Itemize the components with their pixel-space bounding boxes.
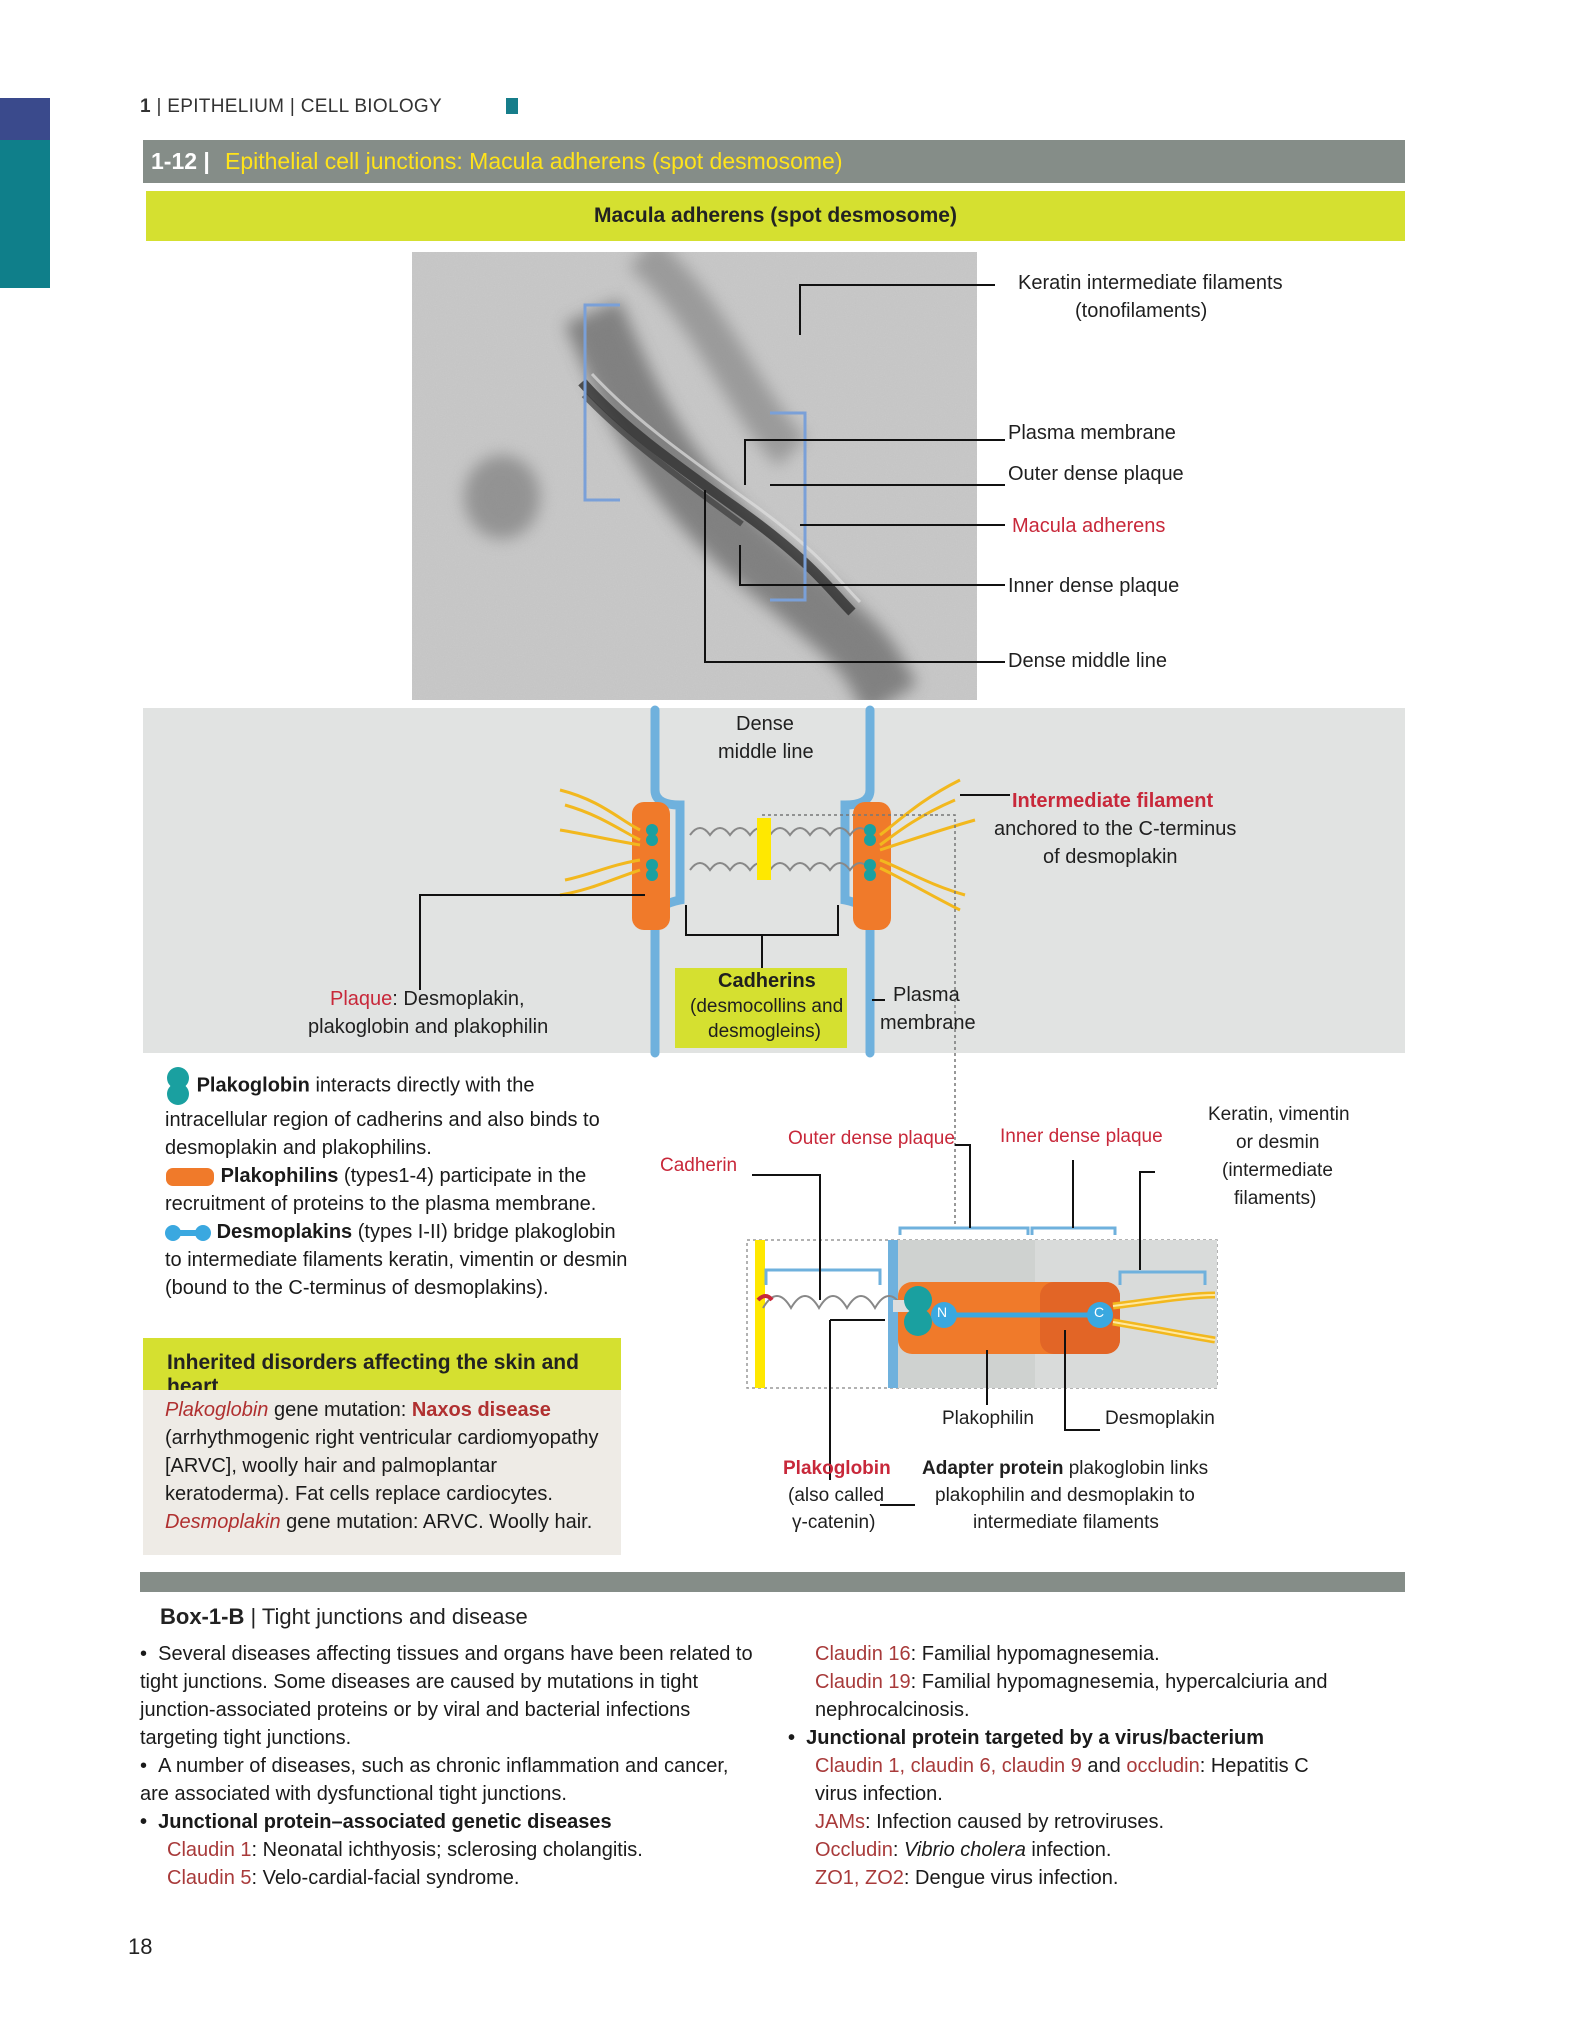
legend-plakoglobin: Plakoglobin interacts directly with the …: [165, 1066, 635, 1162]
label-keratin-vimentin: Keratin, vimentin: [1208, 1104, 1350, 1126]
label-intermediate: (intermediate: [1222, 1160, 1333, 1182]
box-jams: JAMs: Infection caused by retroviruses.: [788, 1808, 1348, 1836]
label-membrane: membrane: [880, 1012, 976, 1035]
figure-banner: Macula adherens (spot desmosome): [146, 191, 1405, 241]
naxos-disease: Naxos disease: [412, 1399, 551, 1421]
box-claudin-19: Claudin 19: Familial hypomagnesemia, hyp…: [788, 1668, 1348, 1724]
box-heading-genetic: • Junctional protein–associated genetic …: [140, 1808, 760, 1836]
figure-title-bar: 1-12 | Epithelial cell junctions: Macula…: [143, 140, 1405, 183]
label-inner-dense-plaque: Inner dense plaque: [1008, 575, 1179, 598]
gene-plakoglobin: Plakoglobin: [165, 1399, 268, 1421]
label-plasma-membrane: Plasma membrane: [1008, 422, 1176, 445]
figure-title: Epithelial cell junctions: Macula adhere…: [225, 148, 842, 175]
label-desmogleins: desmogleins): [708, 1021, 821, 1043]
label-n-terminus: N: [937, 1304, 947, 1320]
label-dense: Dense: [736, 713, 794, 736]
section-name: EPITHELIUM: [167, 96, 284, 117]
running-head: 1 | EPITHELIUM | CELL BIOLOGY: [140, 96, 518, 118]
desmoplakin-icon: [165, 1222, 211, 1244]
box-heading-virus: • Junctional protein targeted by a virus…: [788, 1724, 1348, 1752]
label-plaque-proteins: plakoglobin and plakophilin: [308, 1016, 548, 1039]
label-tonofilaments: (tonofilaments): [1075, 300, 1207, 323]
box-rule: [140, 1572, 1405, 1592]
label-outer-dense-plaque: Outer dense plaque: [1008, 463, 1184, 486]
label-adapter-2: plakophilin and desmoplakin to: [935, 1485, 1195, 1507]
section-marker: [506, 98, 518, 114]
chapter-number: 1: [140, 96, 151, 117]
label-desmoplakin: Desmoplakin: [1105, 1408, 1215, 1430]
box-hepatitis-c: Claudin 1, claudin 6, claudin 9 and occl…: [788, 1752, 1348, 1808]
label-c-terminus: C: [1094, 1304, 1104, 1320]
label-if-anchor: anchored to the C-terminus: [994, 818, 1236, 841]
gene-desmoplakin: Desmoplakin: [165, 1511, 281, 1533]
label-plaque: Plaque: Desmoplakin,: [330, 988, 525, 1011]
subsection-name: CELL BIOLOGY: [301, 96, 442, 117]
plakophilin-icon: [165, 1166, 215, 1188]
label-detail-outer-plaque: Outer dense plaque: [788, 1128, 955, 1150]
box-title: Box-1-B | Tight junctions and disease: [160, 1604, 528, 1630]
box-paragraph-1: • Several diseases affecting tissues and…: [140, 1640, 760, 1752]
label-dense-middle-line: Dense middle line: [1008, 650, 1167, 673]
label-or-desmin: or desmin: [1236, 1132, 1319, 1154]
legend-desmoplakins: Desmoplakins (types I-II) bridge plakogl…: [165, 1218, 635, 1302]
inherited-disorders-heading: Inherited disorders affecting the skin a…: [143, 1338, 621, 1390]
label-macula-adherens: Macula adherens: [1012, 515, 1165, 538]
legend-plakophilins: Plakophilins (types1-4) participate in t…: [165, 1162, 635, 1218]
label-if-desmoplakin: of desmoplakin: [1043, 846, 1178, 869]
chapter-tab-top: [0, 98, 50, 140]
label-plakoglobin: Plakoglobin: [783, 1458, 891, 1480]
page-number: 18: [128, 1934, 152, 1960]
label-cadherin: Cadherin: [660, 1155, 737, 1177]
label-also-called: (also called: [788, 1485, 884, 1507]
label-plakophilin: Plakophilin: [942, 1408, 1034, 1430]
inherited-disorders-body: Plakoglobin gene mutation: Naxos disease…: [143, 1390, 621, 1555]
label-detail-inner-plaque: Inner dense plaque: [1000, 1126, 1163, 1148]
box-claudin-5: Claudin 5: Velo-cardial-facial syndrome.: [140, 1864, 760, 1892]
label-adapter-protein: Adapter protein plakoglobin links: [922, 1458, 1208, 1480]
label-keratin-if: Keratin intermediate filaments: [1018, 272, 1283, 295]
label-middle-line: middle line: [718, 741, 814, 764]
box-paragraph-2: • A number of diseases, such as chronic …: [140, 1752, 760, 1808]
label-adapter-3: intermediate filaments: [973, 1512, 1159, 1534]
box-claudin-16: Claudin 16: Familial hypomagnesemia.: [788, 1640, 1348, 1668]
chapter-tab: [0, 140, 50, 288]
box-occludin: Occludin: Vibrio cholera infection.: [788, 1836, 1348, 1864]
box-zo: ZO1, ZO2: Dengue virus infection.: [788, 1864, 1348, 1892]
label-desmocollins: (desmocollins and: [690, 996, 843, 1018]
label-cadherins: Cadherins: [718, 970, 816, 993]
electron-micrograph: [412, 252, 977, 700]
label-plasma: Plasma: [893, 984, 960, 1007]
box-right-column: Claudin 16: Familial hypomagnesemia. Cla…: [788, 1640, 1348, 1892]
box-claudin-1: Claudin 1: Neonatal ichthyosis; sclerosi…: [140, 1836, 760, 1864]
plakoglobin-icon: [165, 1066, 191, 1106]
figure-number: 1-12 |: [151, 148, 210, 175]
label-gamma-catenin: γ-catenin): [792, 1512, 875, 1534]
protein-legend: Plakoglobin interacts directly with the …: [165, 1066, 635, 1302]
label-intermediate-filament: Intermediate filament: [1012, 790, 1213, 813]
label-filaments: filaments): [1234, 1188, 1316, 1210]
box-left-column: • Several diseases affecting tissues and…: [140, 1640, 760, 1892]
